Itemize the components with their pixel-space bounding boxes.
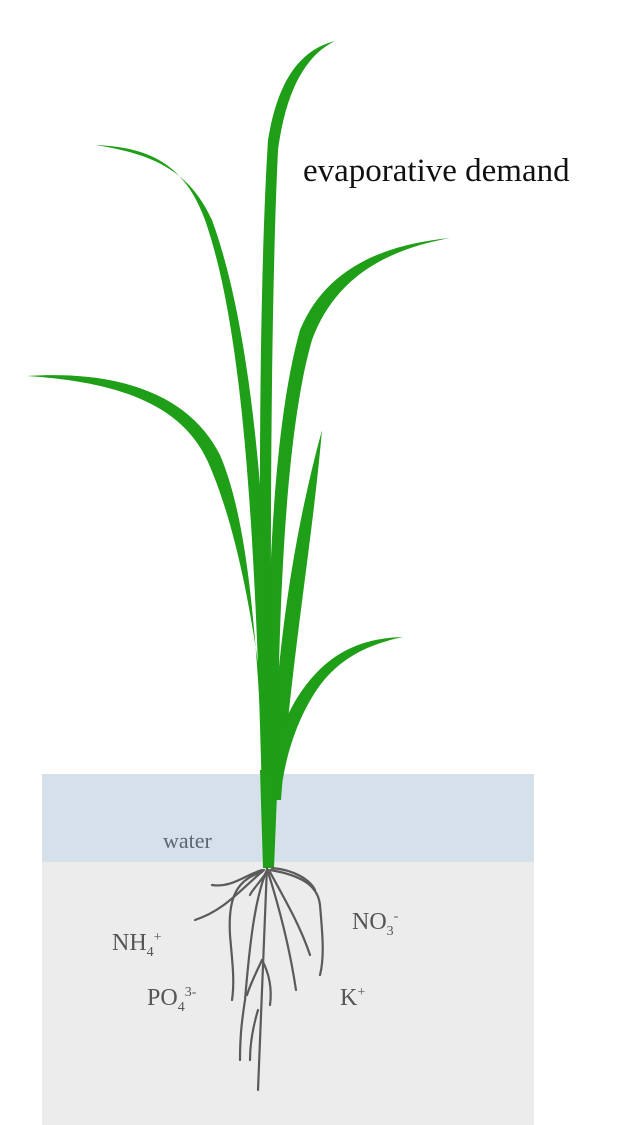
no3-base: NO	[352, 909, 387, 935]
k-base: K	[340, 985, 357, 1011]
nutrient-no3-label: NO3-	[352, 910, 398, 939]
leaf-upper-left	[95, 145, 273, 800]
k-superscript: +	[357, 985, 365, 1000]
nh4-base: NH	[112, 930, 147, 956]
nh4-superscript: +	[154, 930, 162, 945]
po4-superscript: 3-	[185, 985, 197, 1000]
nutrient-nh4-label: NH4+	[112, 931, 162, 960]
evaporative-demand-label: evaporative demand	[303, 155, 570, 188]
nh4-subscript: 4	[147, 945, 154, 960]
soil-layer	[42, 862, 534, 1125]
po4-base: PO	[147, 985, 178, 1011]
no3-superscript: -	[394, 909, 399, 924]
water-label: water	[163, 830, 212, 852]
nutrient-po4-label: PO43-	[147, 986, 196, 1015]
leaf-lower-left	[27, 375, 273, 800]
no3-subscript: 3	[387, 924, 394, 939]
po4-subscript: 4	[178, 1000, 185, 1015]
water-layer	[42, 774, 534, 862]
nutrient-k-label: K+	[340, 986, 365, 1010]
